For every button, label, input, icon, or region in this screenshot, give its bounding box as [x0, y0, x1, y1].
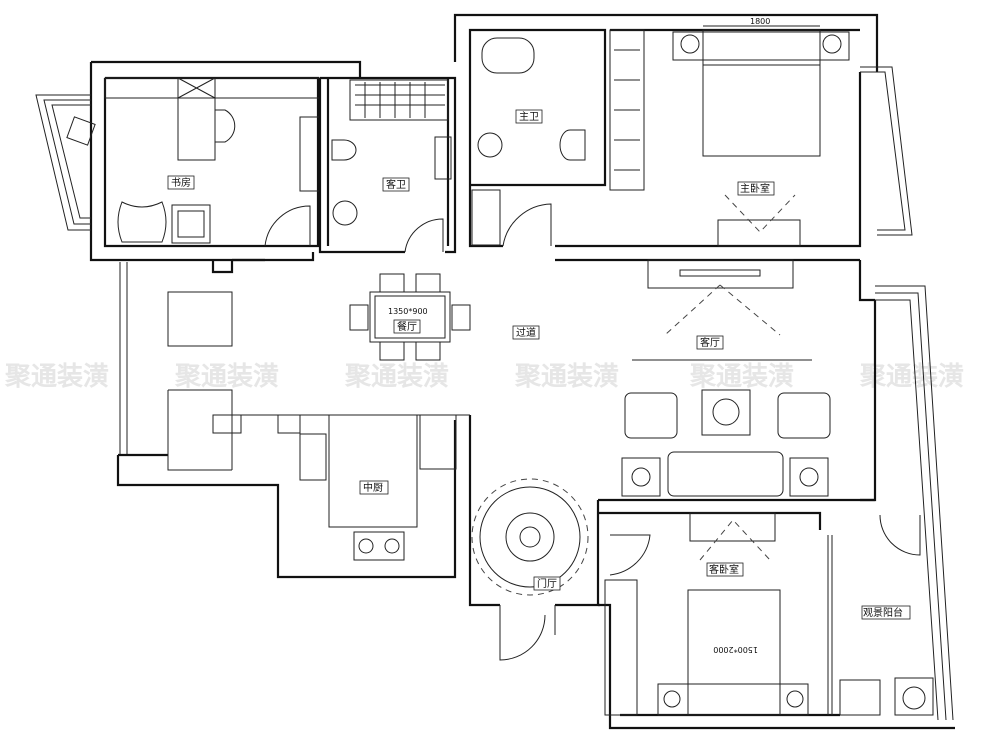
room-label-corridor: 过道 [516, 326, 536, 339]
room-label-kitchen: 中厨 [363, 481, 383, 494]
room-label-view-balcony: 观景阳台 [863, 606, 903, 619]
watermark: 聚通装潢 [174, 362, 279, 392]
watermark: 聚通装潢 [4, 362, 109, 392]
watermark-row: 聚通装潢 聚通装潢 聚通装潢 聚通装潢 聚通装潢 聚通装潢 [4, 362, 964, 392]
room-label-master-bath: 主卫 [519, 111, 539, 123]
room-label-master-bedroom: 主卧室 [740, 182, 770, 195]
living-area: 1350*900 餐厅 过道 客厅 [119, 252, 954, 721]
watermark: 聚通装潢 [344, 362, 449, 392]
kitchen: 中厨 [116, 389, 472, 579]
dimension-dining-table: 1350*900 [388, 307, 428, 316]
watermark: 聚通装潢 [859, 362, 964, 392]
room-label-guest-bath: 客卫 [386, 178, 406, 191]
dimension-guest-bed: 1500*2000 [713, 645, 758, 654]
watermark: 聚通装潢 [689, 362, 794, 392]
foyer: 门厅 [468, 478, 600, 661]
master-suite: 1800 主卧室 主卫 [453, 13, 913, 248]
room-label-living: 客厅 [700, 336, 720, 349]
watermark: 聚通装潢 [514, 362, 619, 392]
study-room: 书房 [35, 60, 362, 274]
room-label-dining: 餐厅 [397, 320, 417, 333]
guest-bath: 客卫 [318, 76, 457, 254]
room-label-study: 书房 [171, 176, 191, 189]
room-label-guest-bedroom: 客卧室 [709, 563, 739, 576]
room-label-foyer: 门厅 [537, 577, 557, 590]
dimension-master-bed: 1800 [750, 17, 770, 26]
guest-bedroom: 1500*2000 客卧室 观景阳台 [596, 498, 955, 730]
